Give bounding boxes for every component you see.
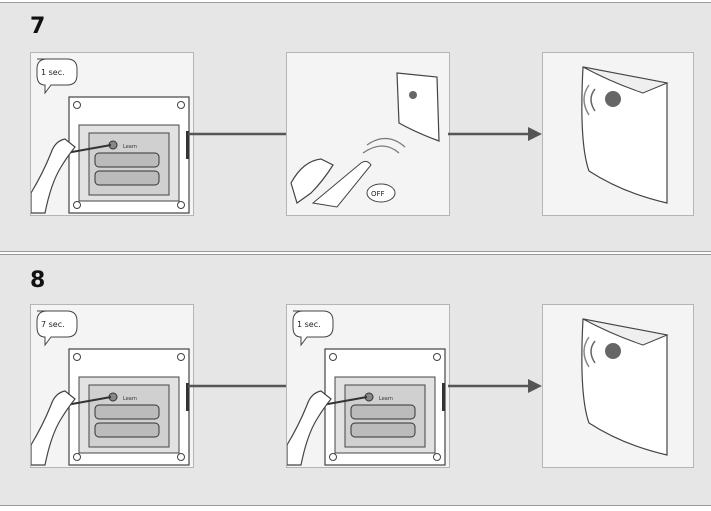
step-7-arrow-2 bbox=[448, 124, 542, 148]
learn-button-label: Learn bbox=[379, 396, 393, 402]
step-7-panel-remote: OFF bbox=[286, 52, 450, 216]
remote-off-label: OFF bbox=[371, 190, 385, 198]
timer-label: 1 sec. bbox=[41, 68, 65, 77]
timer-label: 1 sec. bbox=[297, 320, 321, 329]
learn-button-label: Learn bbox=[123, 144, 137, 150]
step-8-panel-learn-press-1: Learn 7 sec. bbox=[30, 304, 194, 468]
step-8-panel-chime bbox=[542, 304, 694, 468]
arrow-right-icon bbox=[448, 127, 542, 141]
step-7-number: 7 bbox=[30, 14, 46, 39]
step-8-arrow bbox=[448, 376, 542, 400]
step-7-panel-chime bbox=[542, 52, 694, 216]
sound-wave-icon bbox=[590, 88, 596, 112]
step-8-connector-line bbox=[188, 376, 286, 400]
step-7-panel-learn-press: Learn 1 sec. bbox=[30, 52, 194, 216]
chime-illustration bbox=[581, 66, 669, 204]
step-8-number: 8 bbox=[30, 268, 46, 293]
timer-label: 7 sec. bbox=[41, 320, 65, 329]
learn-button-label: Learn bbox=[123, 396, 137, 402]
step-8-panel-learn-press-2: Learn 1 sec. bbox=[286, 304, 450, 468]
chime-illustration bbox=[581, 318, 669, 456]
learn-press-illustration: Learn 7 sec. bbox=[31, 310, 190, 466]
remote-illustration: OFF bbox=[290, 72, 440, 208]
arrow-right-icon bbox=[448, 379, 542, 393]
sound-wave-icon bbox=[590, 340, 596, 364]
learn-press-illustration: Learn 1 sec. bbox=[287, 310, 446, 466]
learn-press-illustration: Learn 1 sec. bbox=[31, 58, 190, 214]
connector-line bbox=[188, 384, 286, 388]
